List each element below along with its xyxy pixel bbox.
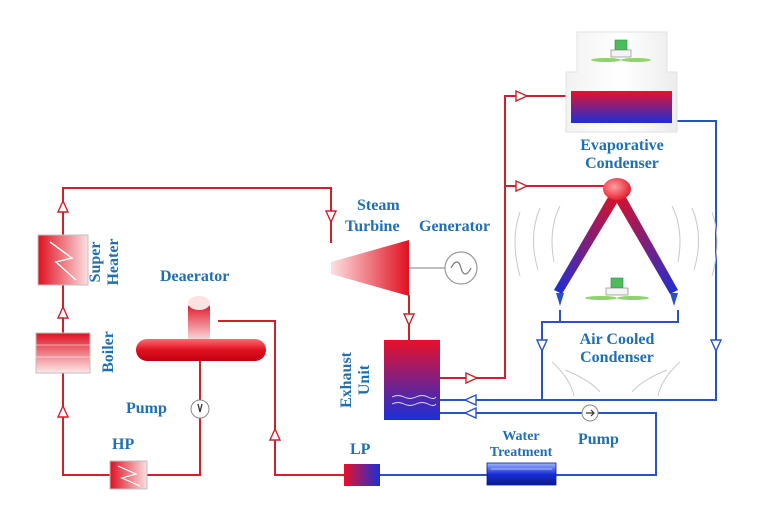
evaporative-condenser [565, 31, 678, 133]
label-pump-right: Pump [578, 431, 619, 448]
label-boiler: Boiler [100, 331, 117, 373]
hot-pipes [62, 95, 604, 476]
boiler [35, 332, 91, 374]
generator [444, 251, 478, 285]
label-air-cooled-condenser: Air Cooled Condenser [579, 331, 655, 366]
deaerator [136, 296, 266, 361]
label-evaporative-condenser: Evaporative Condenser [580, 137, 664, 172]
lp-heater [344, 464, 380, 486]
label-super-heater: Super Heater [87, 238, 122, 286]
label-hp: HP [112, 436, 135, 453]
hp-heater [109, 460, 148, 490]
label-turbine: Turbine [345, 218, 400, 235]
flow-arrows [56, 89, 723, 441]
label-pump-left: Pump [126, 400, 167, 417]
label-steam: Steam [357, 197, 400, 214]
label-lp: LP [350, 441, 371, 458]
steam-turbine [331, 240, 445, 296]
fan-icon [585, 277, 649, 300]
fan-icon [591, 39, 651, 62]
exhaust-unit [384, 340, 440, 420]
label-exhaust-unit: Exhaust Unit [338, 351, 373, 409]
label-generator: Generator [419, 218, 491, 235]
super-heater [37, 234, 89, 286]
cold-pipes [380, 120, 717, 476]
label-deaerator: Deaerator [160, 268, 230, 285]
air-cooled-condenser [514, 178, 718, 397]
pump-left [190, 399, 210, 419]
water-treatment [486, 462, 557, 486]
label-water-treatment: Water Treatment [489, 429, 553, 460]
pump-right [581, 404, 599, 422]
